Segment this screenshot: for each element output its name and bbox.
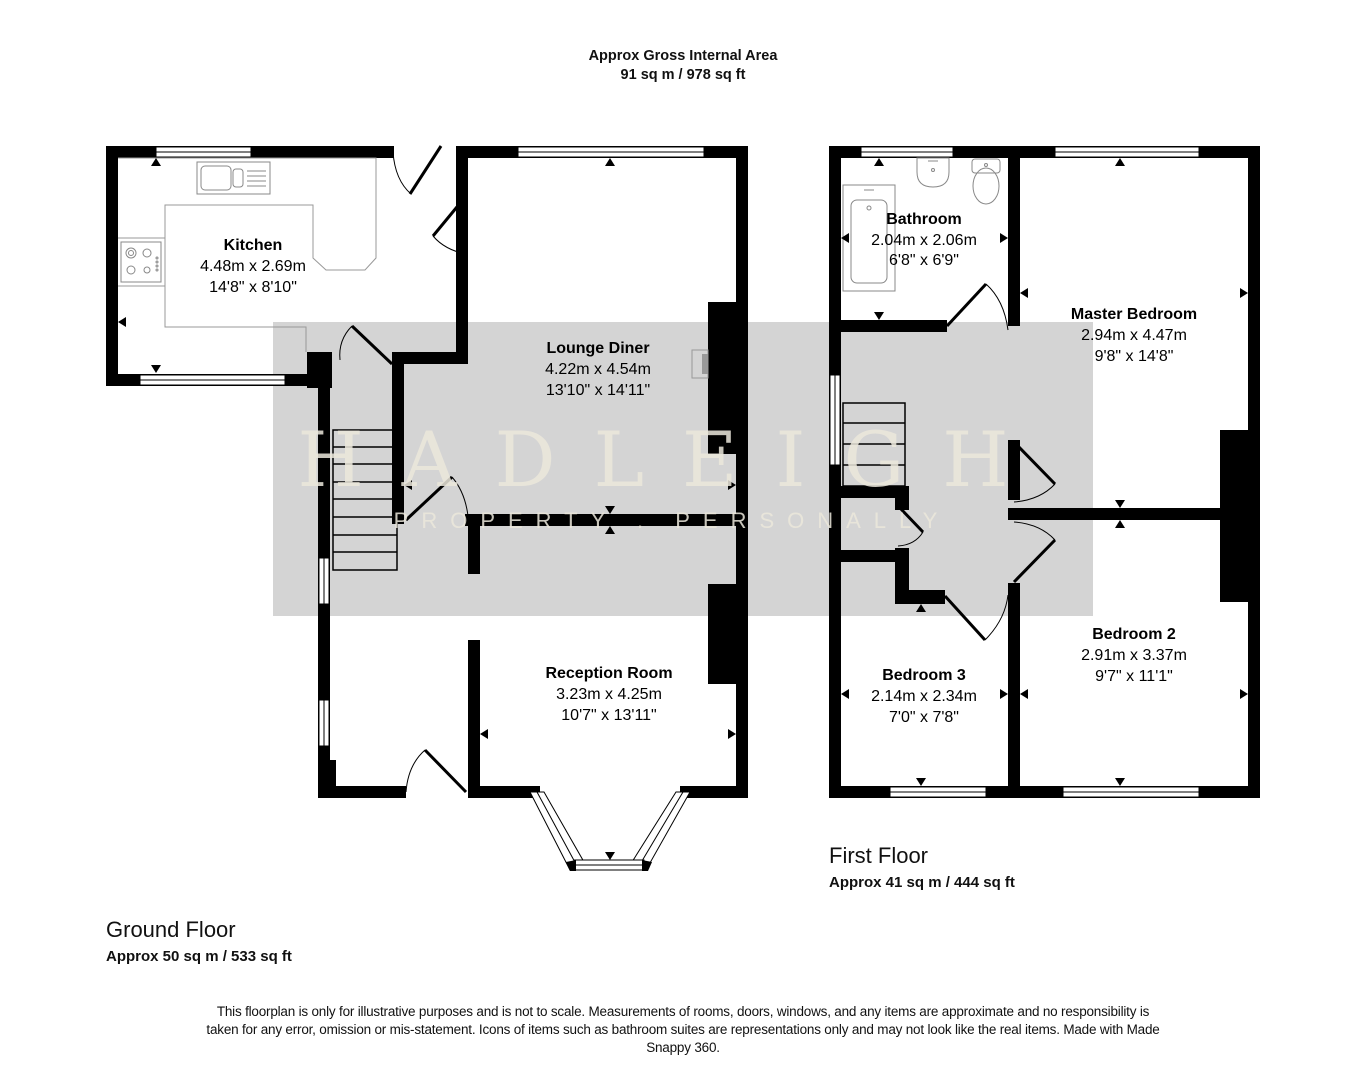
ground-floor-caption: Ground Floor Approx 50 sq m / 533 sq ft — [106, 917, 292, 967]
hob-icon — [120, 241, 162, 283]
first-floor-title: First Floor — [829, 843, 928, 868]
room-reception: Reception Room 3.23m x 4.25m 10'7" x 13'… — [545, 665, 672, 724]
room-kitchen: Kitchen 4.48m x 2.69m 14'8" x 8'10" — [200, 237, 306, 296]
hall-window-lower — [318, 699, 330, 747]
room-name: Master Bedroom — [1071, 306, 1197, 323]
ground-floor-doors — [339, 324, 469, 794]
room-name: Bedroom 2 — [1092, 626, 1176, 643]
kitchen-window-bottom — [139, 374, 286, 386]
room-imperial: 10'7" x 13'11" — [561, 707, 656, 724]
room-metric: 2.91m x 3.37m — [1081, 647, 1187, 664]
kitchen-worktop — [118, 157, 377, 352]
ground-dimension-arrows — [118, 158, 736, 860]
room-metric: 2.04m x 2.06m — [871, 232, 977, 249]
room-bathroom: Bathroom 2.04m x 2.06m 6'8" x 6'9" — [871, 211, 977, 269]
first-floor-stairs — [842, 402, 906, 487]
master-bedroom-window — [1054, 146, 1200, 158]
floorplan-drawing: HADLEIGH PROPERTY . PERSONALLY Kitchen 4… — [106, 145, 1260, 871]
first-floor-plan — [829, 146, 1260, 798]
room-bedroom-3: Bedroom 3 2.14m x 2.34m 7'0" x 7'8" — [871, 667, 977, 726]
sink-icon — [196, 161, 271, 195]
first-floor-dimension-arrows — [841, 158, 1248, 786]
room-name: Bedroom 3 — [882, 667, 966, 684]
room-bedroom-2: Bedroom 2 2.91m x 3.37m 9'7" x 11'1" — [1081, 626, 1187, 685]
bedroom3-window — [889, 786, 987, 798]
room-name: Kitchen — [224, 237, 283, 254]
toilet-icon — [971, 158, 1001, 205]
first-floor-area: Approx 41 sq m / 444 sq ft — [829, 874, 1015, 891]
room-name: Reception Room — [545, 665, 672, 682]
hall-window-upper — [318, 557, 330, 605]
bay-window — [529, 791, 691, 871]
header-title: Approx Gross Internal Area — [588, 48, 778, 64]
room-imperial: 9'8" x 14'8" — [1095, 348, 1174, 365]
lounge-window — [517, 146, 705, 158]
basin-icon — [916, 157, 950, 188]
watermark: HADLEIGH PROPERTY . PERSONALLY — [297, 415, 1046, 533]
room-name: Bathroom — [886, 211, 962, 228]
landing-window — [829, 374, 841, 466]
kitchen-window-top — [155, 146, 252, 158]
watermark-brand: HADLEIGH — [297, 415, 1046, 504]
bathroom-window — [860, 146, 954, 158]
first-floor-doors — [897, 282, 1057, 642]
bedroom2-window — [1062, 786, 1200, 798]
room-imperial: 7'0" x 7'8" — [889, 709, 959, 726]
room-metric: 3.23m x 4.25m — [556, 686, 662, 703]
room-metric: 2.94m x 4.47m — [1081, 327, 1187, 344]
header-total-area: 91 sq m / 978 sq ft — [620, 67, 746, 83]
room-name: Lounge Diner — [546, 340, 649, 357]
ground-stairs — [332, 429, 398, 571]
room-imperial: 9'7" x 11'1" — [1095, 668, 1173, 685]
gross-area-header: Approx Gross Internal Area 91 sq m / 978… — [0, 47, 1366, 85]
ground-floor-area: Approx 50 sq m / 533 sq ft — [106, 948, 292, 965]
room-imperial: 14'8" x 8'10" — [209, 279, 297, 296]
room-metric: 2.14m x 2.34m — [871, 688, 977, 705]
disclaimer: This floorplan is only for illustrative … — [206, 1004, 1160, 1055]
watermark-tagline: PROPERTY . PERSONALLY — [394, 508, 951, 533]
fireplace-icon — [691, 349, 709, 379]
room-lounge-diner: Lounge Diner 4.22m x 4.54m 13'10" x 14'1… — [545, 340, 651, 399]
room-metric: 4.48m x 2.69m — [200, 258, 306, 275]
room-imperial: 13'10" x 14'11" — [546, 382, 650, 399]
watermark-band — [273, 322, 1093, 616]
first-floor-caption: First Floor Approx 41 sq m / 444 sq ft — [829, 843, 1015, 893]
back-door — [392, 145, 468, 255]
ground-floor-plan — [106, 145, 748, 871]
room-master-bedroom: Master Bedroom 2.94m x 4.47m 9'8" x 14'8… — [1071, 306, 1197, 365]
room-imperial: 6'8" x 6'9" — [889, 252, 959, 269]
ground-floor-title: Ground Floor — [106, 917, 236, 942]
room-metric: 4.22m x 4.54m — [545, 361, 651, 378]
